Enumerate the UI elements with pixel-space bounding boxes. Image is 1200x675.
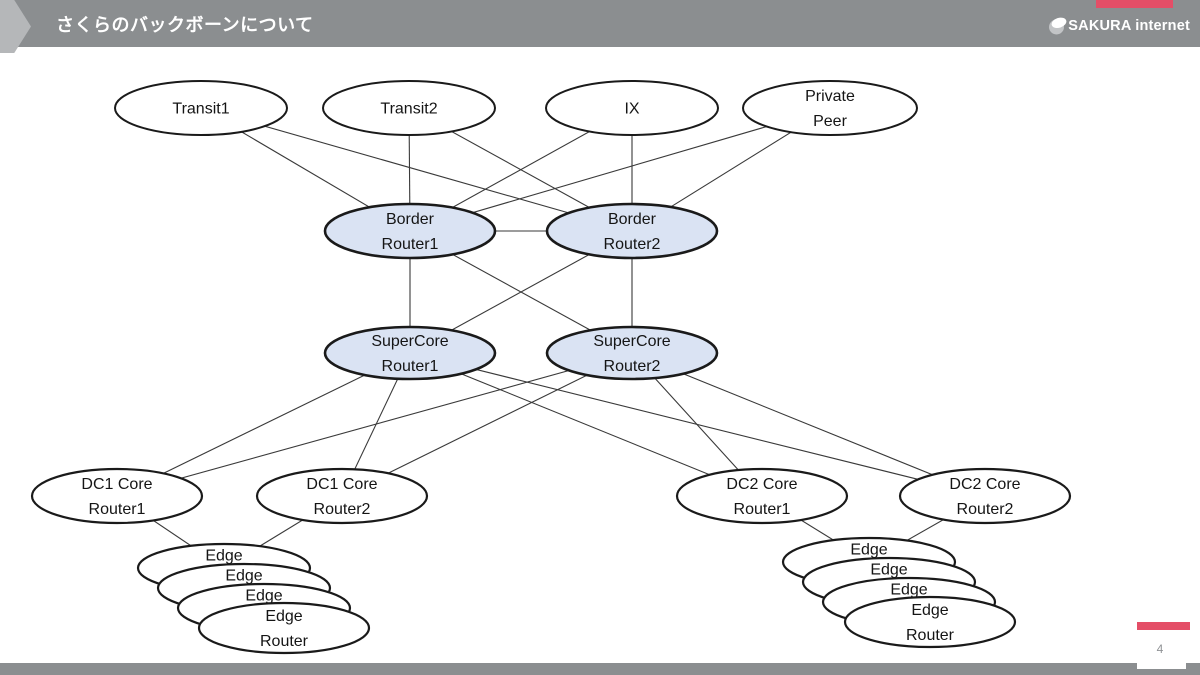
node-ellipse [545,202,719,260]
node-label: SuperCore [593,333,670,350]
node-label: Border [386,211,435,228]
node-ellipse [30,467,204,525]
link-private-peer-border1 [409,107,831,232]
logo-text: SAKURA internet [1068,17,1190,34]
link-supercore2-dc1r1 [116,352,633,497]
diagram-links [116,107,986,569]
node-label: DC2 Core [949,476,1020,493]
sakura-internet-logo: SAKURA internet [1047,16,1190,36]
link-supercore2-dc1r2 [341,352,633,497]
slide-header: さくらのバックボーンについて SAKURA internet [0,0,1200,53]
header-accent-bar [1096,0,1173,8]
node-transit2: Transit2 [322,80,496,136]
node-ellipse [675,467,849,525]
node-label: Router2 [957,501,1014,518]
node-label: Router1 [734,501,791,518]
node-ellipse [843,595,1017,649]
node-label: Router1 [89,501,146,518]
node-label: Edge [225,568,262,585]
page-number: 4 [1156,642,1164,656]
node-ellipse [322,80,496,136]
node-label: DC1 Core [306,476,377,493]
node-ellipse [114,80,288,136]
sakura-logo-icon [1049,17,1067,35]
node-label: Peer [813,113,847,130]
node-label: Router2 [604,236,661,253]
footer-bar [0,663,1200,675]
link-transit1-border2 [200,107,633,232]
node-ellipse [197,601,371,655]
node-label: SuperCore [371,333,448,350]
node-label: DC2 Core [726,476,797,493]
node-label: Edge [245,588,282,605]
node-label: Router2 [604,358,661,375]
node-label: Edge [205,548,242,565]
node-label: Transit2 [380,101,437,118]
node-label: Edge [265,608,302,625]
node-label: Private [805,88,855,105]
node-label: Router1 [382,358,439,375]
node-label: Border [608,211,657,228]
node-label: DC1 Core [81,476,152,493]
node-ellipse [323,325,497,381]
node-label: Transit1 [172,101,229,118]
node-ellipse [255,467,429,525]
node-ellipse [545,80,719,136]
node-ellipse [898,467,1072,525]
node-ellipse [545,325,719,381]
link-supercore1-dc1r1 [116,352,411,497]
node-ix: IX [545,80,719,136]
footer-accent-bar [1137,622,1190,630]
node-transit1: Transit1 [114,80,288,136]
node-label: Edge [850,542,887,559]
slide-title: さくらのバックボーンについて [56,14,314,35]
node-label: Edge [870,562,907,579]
node-label: Edge [890,582,927,599]
footer-bar-notch [1137,663,1186,669]
node-label: Router1 [382,236,439,253]
node-label: Router [260,633,309,650]
node-label: Router2 [314,501,371,518]
header-chevron-icon [0,0,31,53]
node-label: Router [906,627,955,644]
node-ellipse [742,80,918,136]
node-label: Edge [911,602,948,619]
link-supercore1-dc2r1 [409,352,763,497]
node-label: IX [624,101,639,118]
node-ellipse [323,202,497,260]
link-supercore2-dc2r2 [631,352,986,497]
